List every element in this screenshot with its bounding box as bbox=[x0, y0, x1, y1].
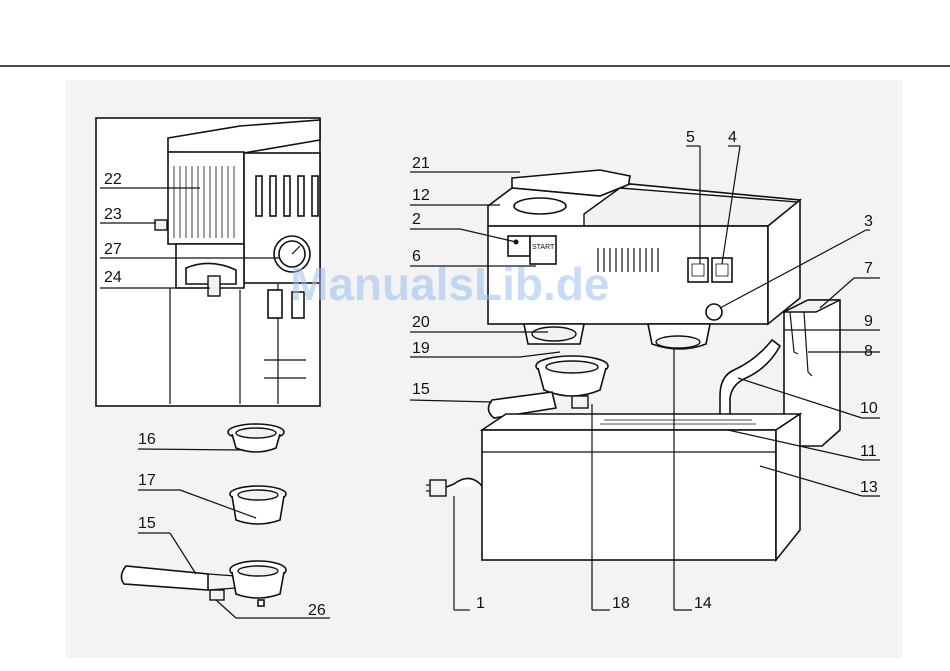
callout-20: 20 bbox=[412, 314, 430, 331]
callout-24: 24 bbox=[104, 269, 122, 286]
indicator-lamp bbox=[706, 304, 722, 320]
filter-basket-double bbox=[230, 486, 286, 524]
callout-16: 16 bbox=[138, 431, 156, 448]
callout-22: 22 bbox=[104, 171, 122, 188]
callout-15: 15 bbox=[412, 381, 430, 398]
callout-21: 21 bbox=[412, 155, 430, 172]
filter-basket-single bbox=[228, 424, 284, 452]
callout-4: 4 bbox=[728, 129, 737, 146]
watermark: ManualsLib.de bbox=[290, 258, 609, 310]
callout-7: 7 bbox=[864, 260, 873, 277]
callout-11: 11 bbox=[860, 443, 877, 460]
callout-14: 14 bbox=[694, 595, 712, 612]
grind-adjust-knob bbox=[155, 220, 167, 230]
callout-26: 26 bbox=[308, 602, 326, 619]
callout-19: 19 bbox=[412, 340, 430, 357]
callout-5: 5 bbox=[686, 129, 695, 146]
callout-8: 8 bbox=[864, 343, 873, 360]
callout-18: 18 bbox=[612, 595, 630, 612]
start-switch-label: START bbox=[532, 244, 555, 251]
callout-2: 2 bbox=[412, 211, 421, 228]
grinder-detail-inset bbox=[96, 118, 320, 406]
callout-10: 10 bbox=[860, 400, 878, 417]
power-switch bbox=[508, 236, 530, 256]
callout-13: 13 bbox=[860, 479, 878, 496]
callout-27: 27 bbox=[104, 241, 122, 258]
steam-switch bbox=[688, 258, 708, 282]
power-plug bbox=[430, 480, 446, 496]
callout-17: 17 bbox=[138, 472, 156, 489]
callout-9: 9 bbox=[864, 313, 873, 330]
callout-23: 23 bbox=[104, 206, 122, 223]
callout-15-loose: 15 bbox=[138, 515, 156, 532]
callout-1: 1 bbox=[476, 595, 485, 612]
callout-3: 3 bbox=[864, 213, 873, 230]
callout-12: 12 bbox=[412, 187, 430, 204]
drip-tray bbox=[482, 414, 800, 430]
